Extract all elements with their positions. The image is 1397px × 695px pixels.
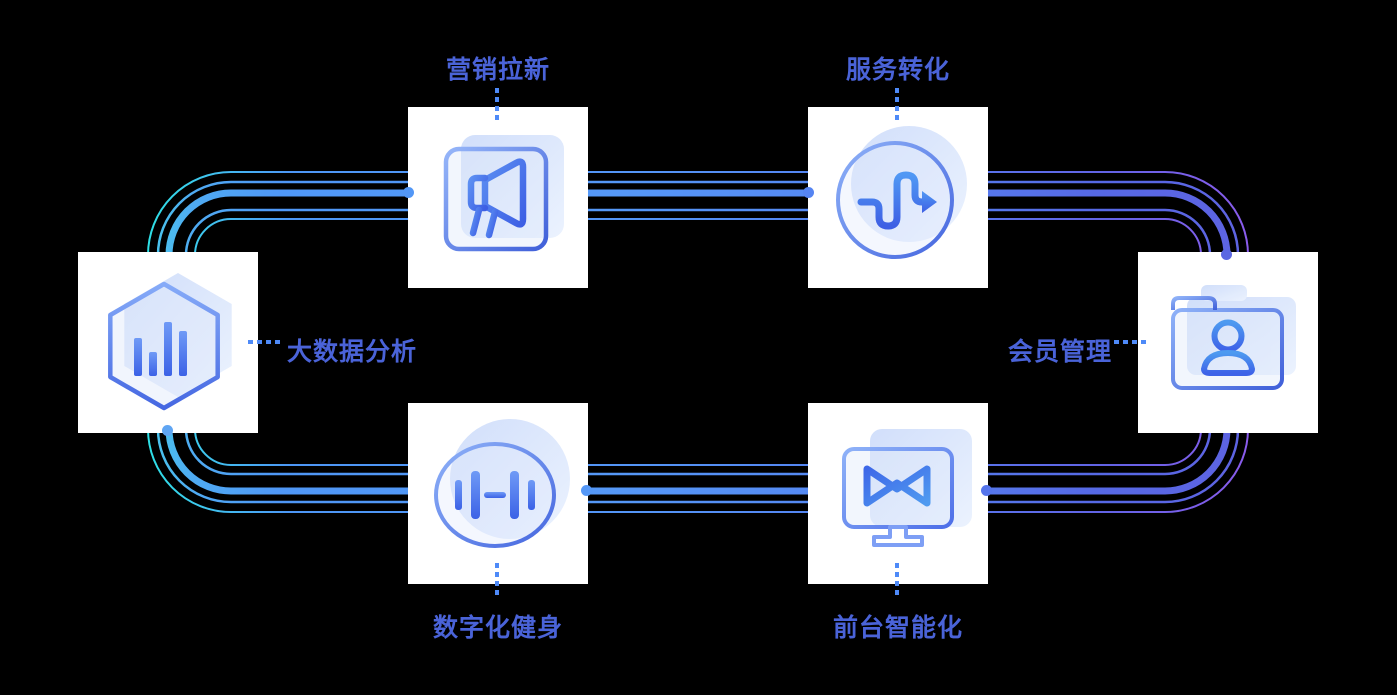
node-card-front-desk bbox=[808, 403, 988, 584]
node-card-big-data bbox=[78, 252, 258, 433]
megaphone-icon bbox=[443, 135, 564, 252]
node-label-member: 会员管理 bbox=[1007, 338, 1112, 366]
dotted-connector-fitness bbox=[495, 563, 499, 595]
hexagon-bar-chart-icon bbox=[108, 273, 232, 411]
smart-screen-icon bbox=[842, 429, 972, 547]
line-endpoint-dot bbox=[1221, 249, 1232, 260]
node-card-marketing bbox=[408, 107, 588, 288]
dotted-connector-big-data bbox=[248, 340, 284, 344]
node-label-big-data: 大数据分析 bbox=[287, 338, 418, 366]
node-card-fitness bbox=[408, 403, 588, 584]
dotted-connector-service bbox=[895, 88, 899, 120]
dumbbell-icon bbox=[434, 419, 570, 548]
line-endpoint-dot bbox=[403, 187, 414, 198]
dotted-connector-marketing bbox=[495, 88, 499, 120]
line-endpoint-dot bbox=[581, 485, 592, 496]
dotted-connector-front-desk bbox=[895, 563, 899, 595]
line-endpoint-dot bbox=[162, 425, 173, 436]
dotted-connector-member bbox=[1114, 340, 1150, 344]
node-card-service bbox=[808, 107, 988, 288]
line-endpoint-dot bbox=[803, 187, 814, 198]
line-endpoint-dot bbox=[981, 485, 992, 496]
node-label-marketing: 营销拉新 bbox=[445, 56, 550, 84]
member-folder-icon bbox=[1171, 285, 1296, 390]
node-card-member bbox=[1138, 252, 1318, 433]
route-arrow-icon bbox=[836, 126, 967, 259]
node-label-fitness: 数字化健身 bbox=[432, 614, 563, 642]
node-label-service: 服务转化 bbox=[845, 56, 950, 84]
node-label-front-desk: 前台智能化 bbox=[832, 614, 963, 642]
